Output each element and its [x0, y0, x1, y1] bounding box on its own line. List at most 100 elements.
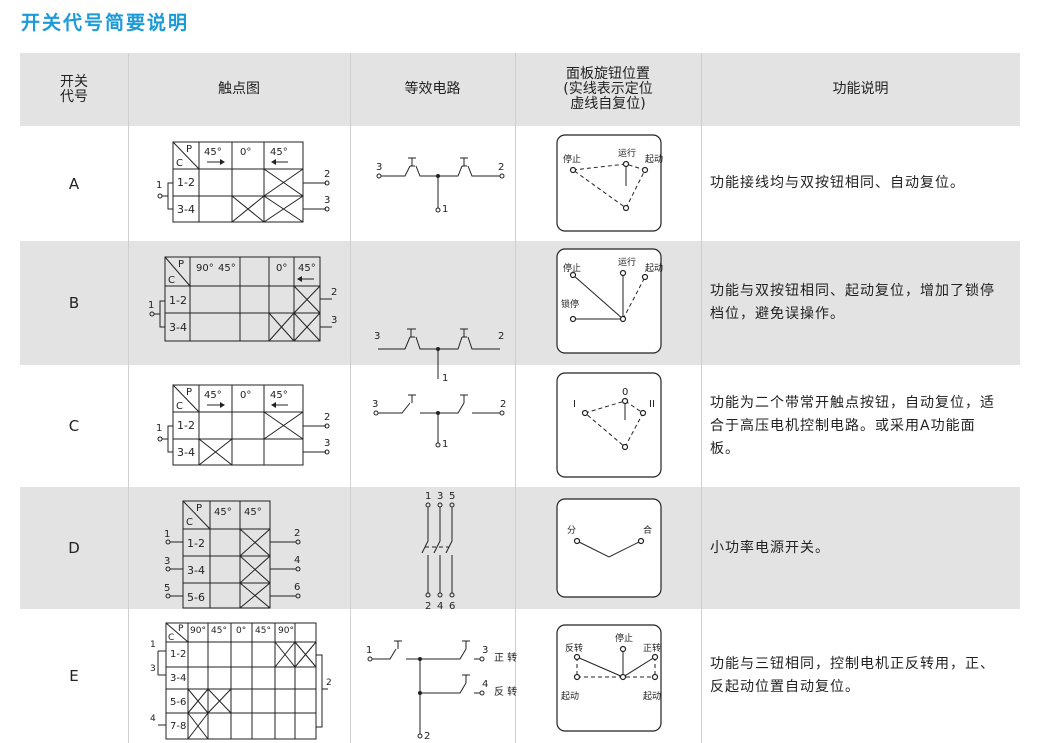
svg-text:P: P: [196, 503, 202, 514]
svg-text:3-4: 3-4: [187, 564, 205, 577]
svg-text:P: P: [178, 259, 184, 270]
svg-text:1: 1: [156, 423, 162, 434]
svg-text:3: 3: [374, 331, 380, 342]
svg-text:2: 2: [425, 601, 431, 612]
code-a: A: [68, 174, 80, 193]
knob-diagram-e: 反转停止正转 起动起动: [556, 624, 662, 732]
svg-text:1-2: 1-2: [187, 537, 205, 550]
svg-text:4: 4: [437, 601, 443, 612]
svg-text:45°: 45°: [244, 507, 262, 518]
svg-text:反转: 反转: [565, 642, 583, 654]
svg-text:1: 1: [366, 645, 372, 656]
code-c: C: [68, 417, 80, 435]
circuit-diagram-a: 3 2 1: [376, 157, 505, 215]
svg-text:0°: 0°: [276, 263, 287, 274]
svg-text:5: 5: [164, 583, 170, 594]
knob-diagram-c: I 0II: [556, 372, 662, 478]
svg-text:C: C: [168, 275, 175, 286]
svg-text:正 转: 正 转: [494, 651, 517, 664]
svg-text:5-6: 5-6: [187, 591, 205, 604]
svg-text:2: 2: [324, 169, 330, 180]
svg-text:4: 4: [150, 714, 156, 724]
svg-text:2: 2: [498, 162, 504, 173]
svg-text:1: 1: [442, 373, 448, 384]
svg-text:2: 2: [294, 528, 300, 539]
svg-text:45°: 45°: [214, 507, 232, 518]
svg-text:4: 4: [294, 555, 300, 566]
svg-text:6: 6: [294, 582, 300, 593]
svg-text:3: 3: [164, 556, 170, 567]
svg-text:90°: 90°: [196, 263, 214, 274]
svg-text:0°: 0°: [240, 390, 251, 401]
svg-text:C: C: [176, 158, 183, 169]
page-title: 开关代号简要说明: [21, 12, 190, 34]
circuit-diagram-c: 3 2 1: [372, 394, 506, 450]
svg-text:2: 2: [498, 331, 504, 342]
contact-diagram-c: PC 45°0°45° 1-23-4 1 23: [156, 384, 330, 466]
svg-text:3: 3: [324, 438, 330, 449]
code-d: D: [68, 539, 80, 557]
svg-text:0°: 0°: [240, 147, 251, 158]
header-contact: 触点图: [218, 81, 260, 97]
svg-text:7-8: 7-8: [170, 721, 186, 732]
code-b: B: [68, 294, 80, 312]
knob-diagram-d: 分合: [556, 498, 662, 598]
svg-text:1-2: 1-2: [177, 176, 195, 189]
desc-e: 功能与三钮相同，控制电机正反转用，正、反起动位置自动复位。: [710, 656, 995, 695]
svg-text:2: 2: [424, 731, 430, 742]
svg-text:3-4: 3-4: [177, 446, 195, 459]
svg-text:I: I: [573, 399, 576, 410]
svg-text:2: 2: [326, 678, 332, 688]
code-e: E: [69, 667, 79, 685]
header-code: 开关 代号: [60, 73, 88, 105]
svg-text:1-2: 1-2: [170, 649, 186, 660]
circuit-diagram-b: 3 2 1: [374, 328, 504, 384]
svg-text:45°: 45°: [255, 626, 271, 636]
svg-text:1-2: 1-2: [169, 294, 187, 307]
svg-text:起动: 起动: [645, 154, 663, 165]
svg-text:合: 合: [643, 524, 652, 536]
svg-text:1: 1: [442, 439, 448, 450]
svg-text:停止: 停止: [615, 632, 633, 644]
svg-text:3: 3: [376, 162, 382, 173]
svg-text:45°: 45°: [204, 390, 222, 401]
svg-text:3-4: 3-4: [170, 673, 186, 684]
svg-text:II: II: [649, 399, 655, 410]
svg-text:3: 3: [331, 315, 337, 326]
svg-text:C: C: [186, 517, 193, 528]
svg-text:90°: 90°: [190, 626, 206, 636]
svg-text:3-4: 3-4: [169, 321, 187, 334]
svg-text:3: 3: [372, 399, 378, 410]
svg-text:0°: 0°: [236, 626, 246, 636]
svg-text:45°: 45°: [204, 147, 222, 158]
desc-c: 功能为二个带常开触点按钮，自动复位，适合于高压电机控制电路。或采用A功能面板。: [710, 394, 995, 457]
svg-text:反 转: 反 转: [494, 685, 517, 698]
svg-text:0: 0: [622, 387, 628, 398]
svg-text:2: 2: [324, 412, 330, 423]
svg-text:运行: 运行: [618, 147, 636, 159]
svg-text:45°: 45°: [218, 263, 236, 274]
svg-text:45°: 45°: [270, 390, 288, 401]
switch-code-table: 开关 代号 触点图 等效电路 面板旋钮位置 (实线表示定位 虚线自复位) 功能说…: [20, 53, 1020, 743]
svg-text:3-4: 3-4: [177, 203, 195, 216]
contact-diagram-d: PC 45° 45° 1-2 3-4 5-6 1 3 5 2 4 6: [164, 500, 301, 609]
svg-text:分: 分: [567, 525, 576, 536]
svg-text:P: P: [178, 624, 184, 634]
svg-text:起动: 起动: [561, 691, 579, 702]
desc-d: 小功率电源开关。: [710, 539, 830, 556]
contact-diagram-a: PC 45°0°45° 1-23-4 1 23: [156, 141, 330, 223]
svg-text:1: 1: [148, 300, 154, 311]
table-row: [20, 241, 1020, 365]
svg-text:停止: 停止: [563, 153, 581, 165]
circuit-diagram-e: 1 3正 转 4反 转 2: [366, 640, 517, 742]
svg-text:1: 1: [442, 204, 448, 215]
svg-text:P: P: [186, 387, 192, 398]
svg-text:1: 1: [164, 529, 170, 540]
svg-text:6: 6: [449, 601, 455, 612]
svg-text:C: C: [168, 633, 174, 643]
svg-text:P: P: [186, 144, 192, 155]
svg-text:5-6: 5-6: [170, 697, 186, 708]
